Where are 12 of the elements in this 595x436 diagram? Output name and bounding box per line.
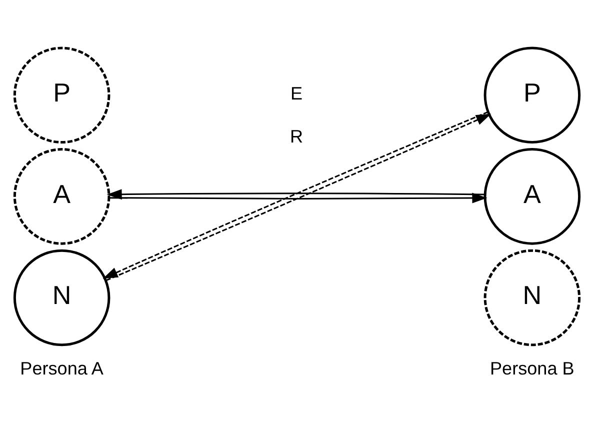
node-circle: P — [484, 46, 581, 144]
node-circle: A — [13, 148, 110, 245]
arrow — [109, 192, 488, 204]
label: Persona B — [490, 358, 574, 378]
label: Persona A — [20, 358, 104, 378]
node-circle: N — [484, 249, 581, 346]
label: R — [290, 126, 304, 147]
node-circle: P — [13, 46, 110, 144]
label: E — [290, 84, 303, 104]
arrow — [106, 189, 485, 200]
node-circle: N — [13, 249, 110, 346]
node-circle: A — [484, 148, 581, 245]
